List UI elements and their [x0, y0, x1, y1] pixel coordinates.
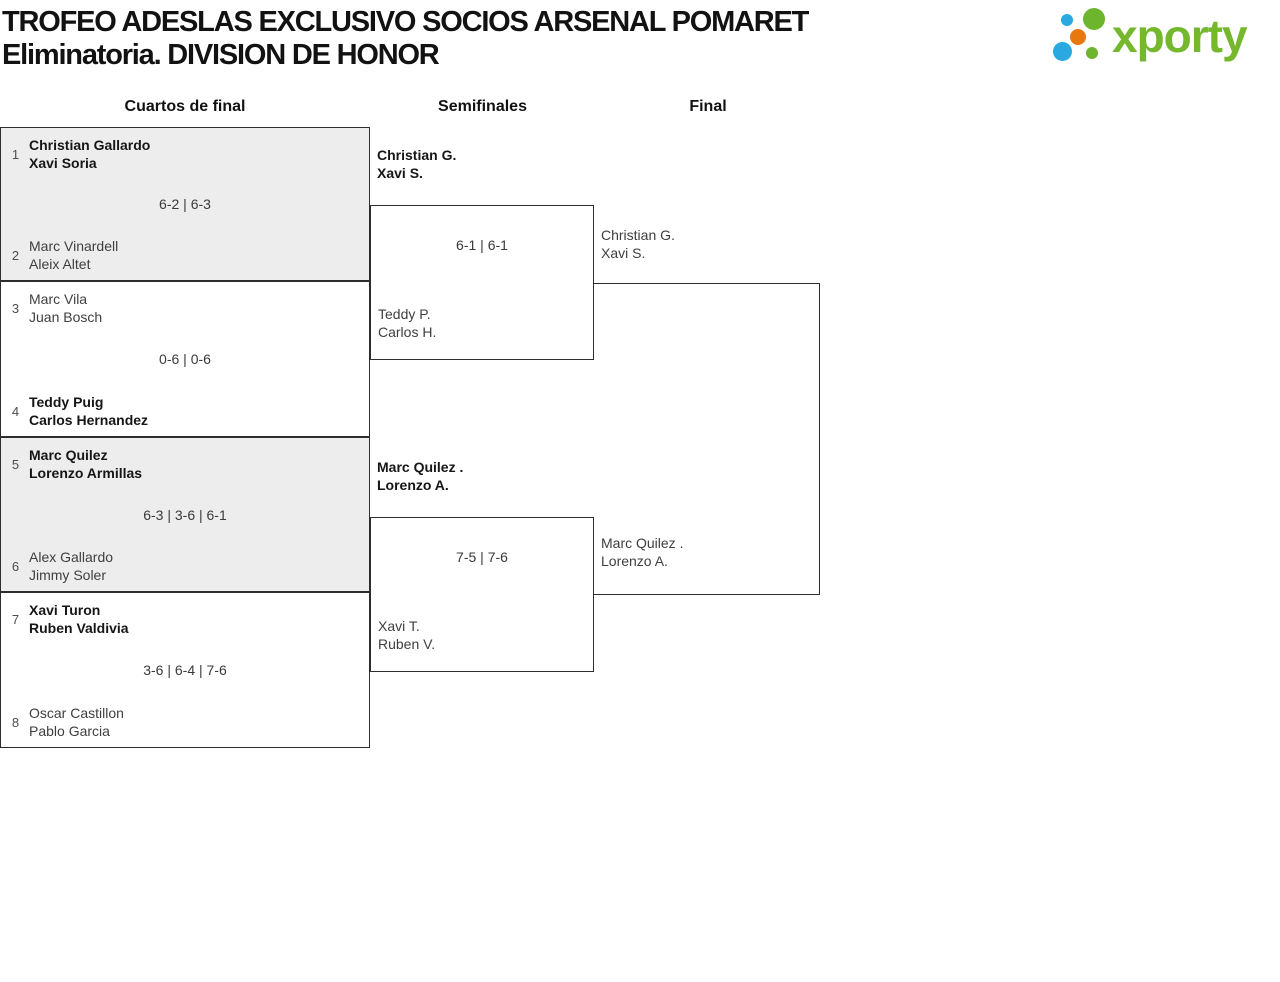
final-top-team: Christian G. Xavi S. [601, 226, 675, 262]
sf1-top-team: Christian G. Xavi S. [377, 146, 456, 182]
team-entry: 4 Teddy Puig Carlos Hernandez [9, 393, 148, 429]
match-score: 7-5 | 7-6 [456, 549, 508, 565]
logo-dot-icon [1083, 8, 1105, 30]
team-name: Carlos H. [378, 324, 437, 340]
seed-number: 6 [11, 558, 20, 574]
team-name: Ruben Valdivia [29, 620, 129, 636]
team-name: Xavi T. [378, 618, 420, 634]
page-title-line1: TROFEO ADESLAS EXCLUSIVO SOCIOS ARSENAL … [2, 6, 809, 38]
team-name: Lorenzo A. [377, 477, 449, 493]
match-score: 0-6 | 0-6 [159, 351, 211, 367]
seed-number: 5 [11, 456, 20, 472]
team-name: Marc Quilez . [601, 535, 684, 551]
team-name: Lorenzo A. [601, 553, 668, 569]
seed-number: 4 [11, 403, 20, 419]
qf-match-4: 7 Xavi Turon Ruben Valdivia 3-6 | 6-4 | … [0, 592, 370, 748]
team-name: Ruben V. [378, 636, 436, 652]
team-name: Alex Gallardo [29, 549, 114, 565]
team-name: Xavi Turon [29, 602, 101, 618]
round-header-semifinals: Semifinales [438, 98, 527, 115]
team-entry: 8 Oscar Castillon Pablo Garcia [9, 704, 124, 740]
match-score: 6-2 | 6-3 [159, 196, 211, 212]
team-entry: 6 Alex Gallardo Jimmy Soler [9, 548, 113, 584]
team-name: Pablo Garcia [29, 723, 110, 739]
team-entry: 1 Christian Gallardo Xavi Soria [9, 136, 150, 172]
team-entry: 7 Xavi Turon Ruben Valdivia [9, 601, 129, 637]
team-name: Marc Quilez [29, 447, 108, 463]
team-name: Carlos Hernandez [29, 412, 149, 428]
team-name: Marc Vinardell [29, 238, 119, 254]
team-name: Marc Vila [29, 291, 88, 307]
sf-match-1: 6-1 | 6-1 Teddy P. Carlos H. [370, 205, 594, 360]
sf-match-2: 7-5 | 7-6 Xavi T. Ruben V. [370, 517, 594, 672]
team-name: Marc Quilez . [377, 459, 464, 475]
match-score: 6-3 | 3-6 | 6-1 [143, 506, 227, 523]
seed-number: 7 [11, 611, 20, 627]
team-name: Teddy P. [378, 306, 431, 322]
logo-dot-icon [1061, 14, 1073, 26]
seed-number: 1 [11, 146, 20, 162]
team-name: Juan Bosch [29, 309, 103, 325]
sf1-bottom-team: Teddy P. Carlos H. [378, 305, 436, 341]
qf-match-2: 3 Marc Vila Juan Bosch 0-6 | 0-6 4 Teddy… [0, 281, 370, 437]
seed-number: 2 [11, 247, 20, 263]
team-name: Teddy Puig [29, 394, 104, 410]
round-header-quarterfinals: Cuartos de final [124, 98, 246, 115]
xporty-wordmark: xporty [1112, 10, 1248, 62]
team-name: Christian Gallardo [29, 137, 151, 153]
qf-match-3: 5 Marc Quilez Lorenzo Armillas 6-3 | 3-6… [0, 437, 370, 592]
final-match [594, 283, 820, 595]
team-name: Christian G. [601, 227, 675, 243]
match-score: 6-1 | 6-1 [456, 237, 508, 253]
team-name: Xavi Soria [29, 155, 97, 171]
seed-number: 3 [11, 300, 20, 316]
page-title-line2: Eliminatoria. DIVISION DE HONOR [2, 39, 440, 71]
qf-match-1: 1 Christian Gallardo Xavi Soria 6-2 | 6-… [0, 127, 370, 281]
round-header-final: Final [689, 98, 727, 115]
final-bottom-team: Marc Quilez . Lorenzo A. [601, 534, 683, 570]
match-score: 3-6 | 6-4 | 7-6 [143, 662, 227, 678]
seed-number: 8 [11, 714, 20, 730]
team-name: Xavi S. [377, 165, 423, 181]
team-name: Christian G. [377, 147, 457, 163]
logo-dot-icon [1053, 42, 1072, 61]
sf2-bottom-team: Xavi T. Ruben V. [378, 617, 435, 653]
team-name: Jimmy Soler [29, 567, 107, 583]
team-name: Lorenzo Armillas [29, 465, 143, 481]
team-entry: 3 Marc Vila Juan Bosch [9, 290, 102, 326]
team-entry: 2 Marc Vinardell Aleix Altet [9, 237, 118, 273]
team-name: Aleix Altet [29, 256, 91, 272]
xporty-logo[interactable]: xporty [1045, 0, 1280, 80]
logo-dot-icon [1086, 47, 1098, 59]
team-name: Xavi S. [601, 245, 646, 261]
page-title: TROFEO ADESLAS EXCLUSIVO SOCIOS ARSENAL … [2, 6, 809, 72]
logo-dot-icon [1070, 29, 1086, 45]
team-entry: 5 Marc Quilez Lorenzo Armillas [9, 446, 142, 482]
sf2-top-team: Marc Quilez . Lorenzo A. [377, 458, 463, 494]
team-name: Oscar Castillon [29, 705, 124, 721]
